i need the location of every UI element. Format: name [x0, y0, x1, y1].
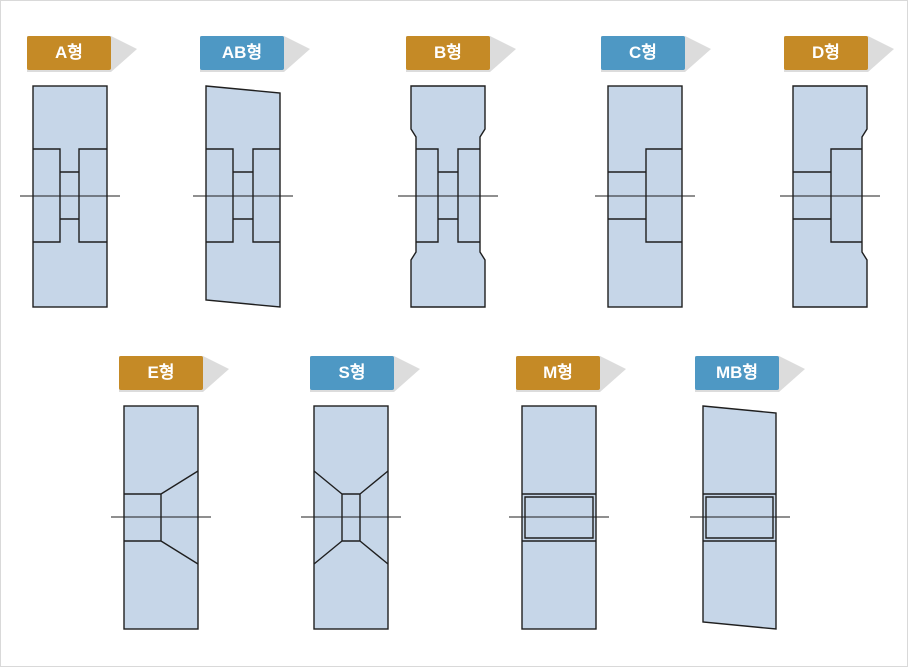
type-d-tag: D형 — [784, 36, 894, 72]
type-mb-diagram — [690, 405, 790, 630]
type-a-label: A형 — [27, 36, 111, 70]
type-c-diagram — [595, 85, 695, 308]
type-c-label: C형 — [601, 36, 685, 70]
type-ab-diagram — [193, 85, 293, 308]
type-m-diagram — [509, 405, 609, 630]
type-s-label: S형 — [310, 356, 394, 390]
type-d-diagram — [780, 85, 880, 308]
type-d-label: D형 — [784, 36, 868, 70]
type-s-bore-lines — [313, 470, 389, 565]
type-ab-label: AB형 — [200, 36, 284, 70]
type-mb-tag: MB형 — [695, 356, 805, 392]
type-m-label: M형 — [516, 356, 600, 390]
type-e-tag: E형 — [119, 356, 229, 392]
type-b-label: B형 — [406, 36, 490, 70]
type-s-tag: S형 — [310, 356, 420, 392]
type-b-diagram — [398, 85, 498, 308]
type-a-tag: A형 — [27, 36, 137, 72]
type-b-tag: B형 — [406, 36, 516, 72]
type-s-diagram — [301, 405, 401, 630]
type-c-tag: C형 — [601, 36, 711, 72]
type-e-diagram — [111, 405, 211, 630]
type-mb-bore-lines — [703, 493, 776, 542]
type-ab-tag: AB형 — [200, 36, 310, 72]
type-mb-label: MB형 — [695, 356, 779, 390]
type-a-diagram — [20, 85, 120, 308]
type-m-bore-lines — [522, 493, 596, 542]
type-m-tag: M형 — [516, 356, 626, 392]
type-e-label: E형 — [119, 356, 203, 390]
